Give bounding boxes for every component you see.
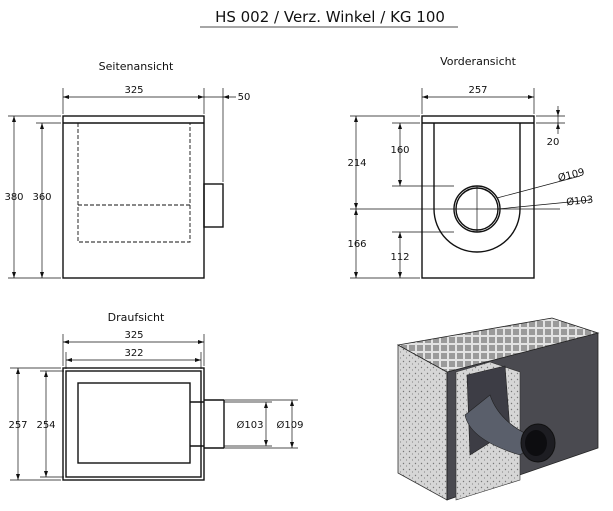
front-dim-width: 257	[468, 85, 487, 96]
side-view: Seitenansicht 325 50 380 360	[4, 60, 251, 279]
top-view-label: Draufsicht	[108, 311, 165, 324]
top-dim-outer-depth: 257	[8, 420, 27, 431]
side-pipe-stub	[203, 183, 224, 228]
top-frame-edge	[65, 370, 202, 478]
side-dim-width: 325	[124, 85, 143, 96]
iso-grate	[396, 317, 600, 373]
side-hidden-inner	[77, 123, 191, 243]
iso-pipe-hole	[525, 430, 547, 456]
top-pipe-inner	[190, 401, 204, 447]
front-dim-pipe-center: 160	[390, 145, 409, 156]
side-dim-pipe: 50	[238, 92, 251, 103]
front-body-outline	[421, 115, 535, 279]
front-dim-lower-inner: 112	[390, 252, 409, 263]
top-inner-opening	[77, 382, 191, 464]
front-dim-upper: 214	[347, 158, 366, 169]
iso-view	[396, 317, 600, 501]
side-body-outline	[62, 115, 205, 279]
top-dim-outer-width: 325	[124, 330, 143, 341]
top-view: Draufsicht 325 322 257 2	[8, 311, 304, 481]
side-dim-inner-height: 360	[32, 192, 51, 203]
drawing-title: HS 002 / Verz. Winkel / KG 100	[215, 8, 445, 26]
top-outer-frame	[62, 367, 205, 481]
front-view: Vorderansicht 257 20 214	[347, 55, 594, 279]
top-pipe-stub	[204, 399, 225, 449]
front-dim-dia-inner: Ø103	[566, 194, 594, 209]
front-view-label: Vorderansicht	[440, 55, 517, 68]
front-dim-dia-outer: Ø109	[557, 166, 586, 184]
side-view-label: Seitenansicht	[99, 60, 174, 73]
top-dim-pipe-outer: Ø109	[277, 419, 304, 431]
side-dim-total-height: 380	[4, 192, 23, 203]
top-dim-pipe-inner: Ø103	[237, 419, 264, 431]
front-dim-lower: 166	[347, 239, 366, 250]
top-dim-inner-depth: 254	[36, 420, 55, 431]
front-dim-grate: 20	[547, 137, 560, 148]
front-channel	[433, 123, 521, 253]
top-dim-inner-width: 322	[124, 348, 143, 359]
